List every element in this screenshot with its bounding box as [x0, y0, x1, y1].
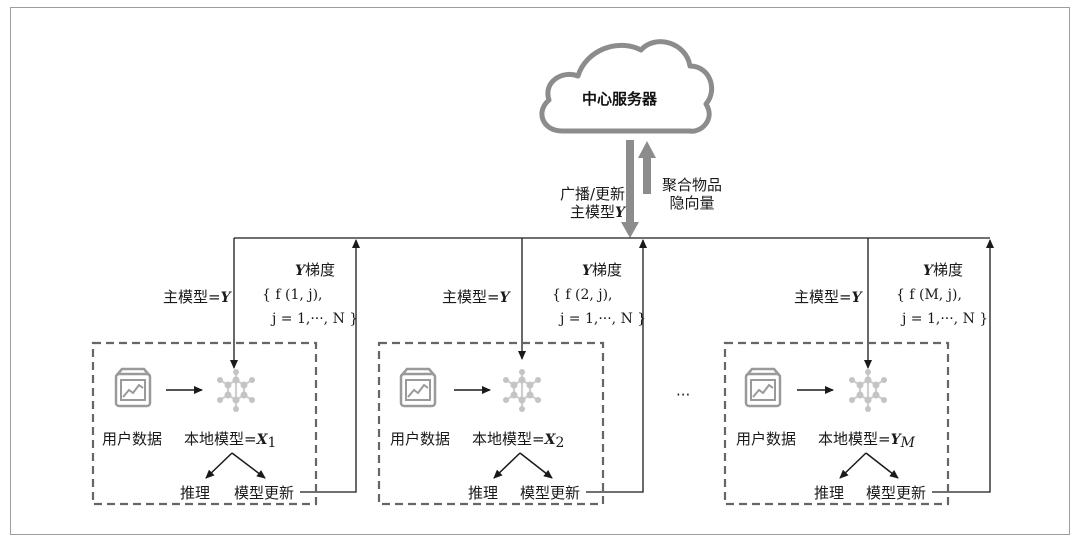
broadcast-label: 广播/更新 主模型Y	[550, 185, 625, 222]
inference-arrow	[205, 452, 233, 479]
figure-frame	[10, 7, 1070, 535]
local-model-label: 本地模型=X1	[184, 430, 277, 451]
inference-label: 推理	[814, 484, 845, 502]
client-box	[91, 341, 318, 506]
upload-label: 聚合物品 隐向量	[657, 176, 727, 212]
main-model-label: 主模型=Y	[794, 288, 862, 306]
model-update-label: 模型更新	[234, 484, 295, 502]
up-block-arrow	[638, 141, 656, 194]
update-arrow	[865, 452, 899, 479]
cloud-label: 中心服务器	[582, 90, 658, 108]
broadcast-label-line1: 广播/更新	[559, 185, 625, 203]
upload-label-line1: 聚合物品	[661, 176, 722, 194]
local-model-label: 本地模型=YM	[818, 430, 915, 451]
main-model-label: 主模型=Y	[163, 288, 231, 306]
gradient-label: Y梯度 { f (1, j), j = 1,···, N }	[262, 261, 359, 327]
user-data-icon	[399, 367, 437, 408]
model-update-label: 模型更新	[520, 484, 581, 502]
gradient-label: Y梯度 { f (M, j), j = 1,···, N }	[896, 261, 989, 327]
main-model-label: 主模型=Y	[442, 288, 510, 306]
user-data-icon	[114, 367, 152, 408]
inference-label: 推理	[468, 484, 499, 502]
inference-arrow	[839, 452, 867, 479]
neural-network-icon	[501, 367, 543, 414]
gradient-return-arrow	[932, 239, 994, 493]
user-data-label: 用户数据	[102, 430, 163, 448]
broadcast-label-line2: 主模型Y	[569, 203, 625, 221]
inference-label: 推理	[180, 484, 211, 502]
user-data-icon	[744, 367, 782, 408]
model-update-label: 模型更新	[866, 484, 927, 502]
down-block-arrow	[621, 140, 639, 238]
local-model-label: 本地模型=X2	[472, 430, 565, 451]
update-arrow	[231, 452, 266, 479]
gradient-label: Y梯度 { f (2, j), j = 1,···, N }	[552, 261, 647, 327]
user-data-label: 用户数据	[736, 430, 797, 448]
user-data-label: 用户数据	[390, 430, 451, 448]
inference-arrow	[493, 452, 521, 479]
ellipsis: ···	[676, 386, 691, 404]
neural-network-icon	[215, 367, 257, 414]
update-arrow	[519, 452, 553, 479]
cloud-server-shape	[539, 39, 714, 134]
upload-label-line2: 隐向量	[669, 194, 715, 212]
neural-network-icon	[847, 367, 889, 414]
gradient-return-arrow	[586, 239, 647, 493]
gradient-return-arrow	[300, 239, 360, 493]
client-box	[377, 341, 605, 506]
client-box	[723, 341, 950, 506]
